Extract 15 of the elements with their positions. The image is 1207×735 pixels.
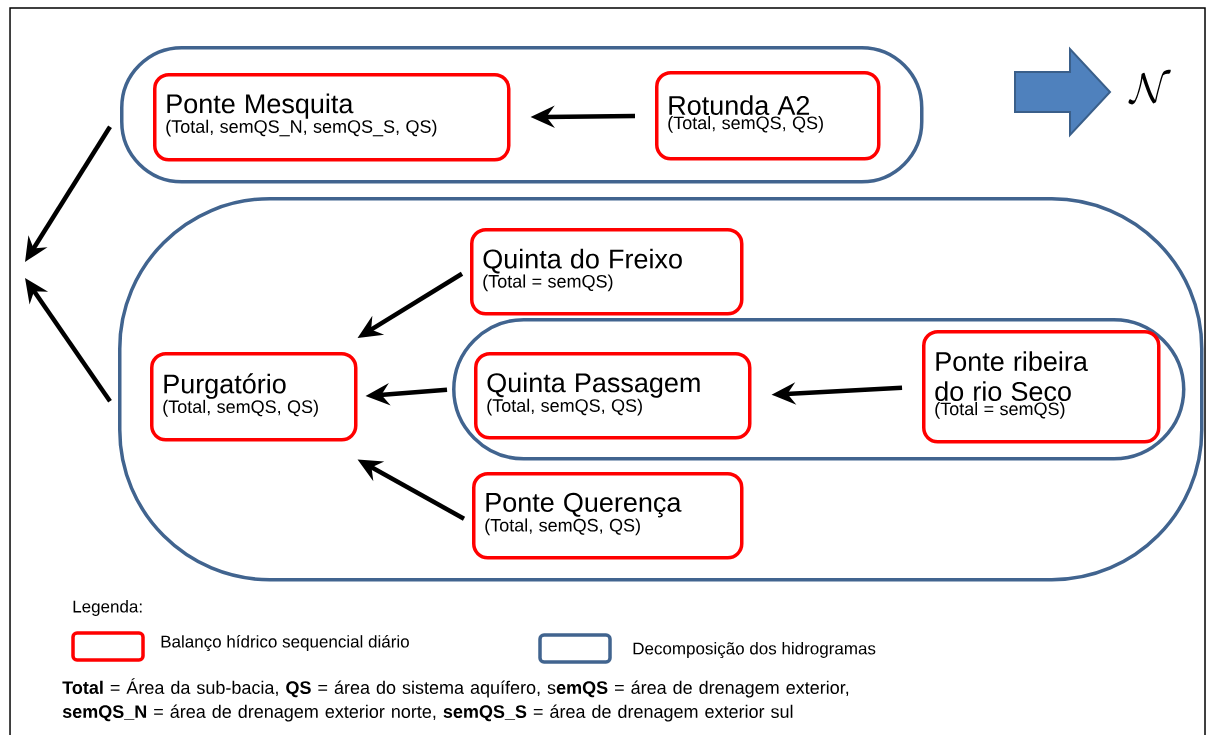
station-box: Ponte Querença (Total, semQS, QS) — [472, 472, 744, 560]
station-box: Ponte ribeira do rio Seco (Total = semQS) — [922, 330, 1161, 444]
legend-text: Balanço hídrico sequencial diário — [161, 634, 409, 652]
station-box: Quinta do Freixo (Total = semQS) — [470, 228, 744, 316]
group-outline — [118, 197, 1204, 582]
group-outline — [120, 46, 924, 184]
group-outline — [452, 318, 1186, 461]
station-box: Quinta Passagem (Total, semQS, QS) — [474, 352, 752, 440]
definition-text: Total = Área da sub-bacia, QS = área do sistema aquífero, semQS = área de drenagem exterior, semQS_N = área de drenagem exterior norte, semQS_S = área de drenagem exterior sul — [62, 678, 849, 722]
station-box: Rotunda A2 (Total, semQS, QS) — [655, 71, 881, 161]
station-box: Purgatório (Total, semQS, QS) — [150, 352, 358, 442]
legend-text: Decomposição dos hidrogramas — [633, 642, 876, 658]
station-box: Ponte Mesquita (Total, semQS_N, semQS_S, QS) — [153, 73, 511, 162]
north-label: $\mathcal{N}$ — [1128, 69, 1171, 105]
legend-title: Legenda: — [73, 600, 142, 616]
